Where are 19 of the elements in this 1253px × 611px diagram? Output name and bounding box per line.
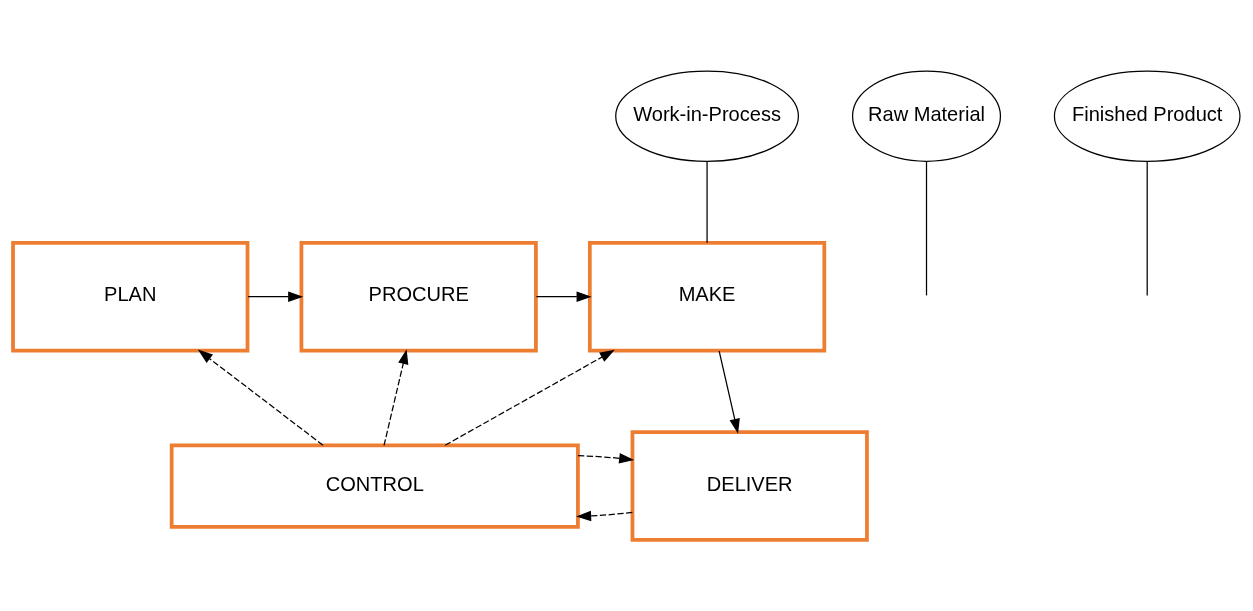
node-box: PROCURE bbox=[299, 240, 538, 353]
node-ellipse: Finished Product bbox=[1053, 70, 1241, 162]
node-box: MAKE bbox=[587, 240, 827, 353]
arrow bbox=[197, 349, 324, 446]
node-ellipse: Raw Material bbox=[851, 70, 1002, 162]
node-box: DELIVER bbox=[630, 430, 869, 542]
arrow bbox=[383, 349, 409, 446]
arrow bbox=[444, 349, 615, 446]
connector bbox=[1146, 160, 1148, 297]
node-box: CONTROL bbox=[169, 443, 580, 529]
node-ellipse: Work-in-Process bbox=[615, 70, 800, 162]
arrow bbox=[718, 350, 740, 434]
arrow bbox=[535, 291, 592, 302]
connector bbox=[925, 160, 928, 297]
arrow bbox=[247, 291, 304, 302]
arrow bbox=[577, 453, 635, 464]
node-box: PLAN bbox=[11, 240, 250, 353]
connector bbox=[706, 160, 708, 244]
arrow bbox=[576, 510, 633, 522]
